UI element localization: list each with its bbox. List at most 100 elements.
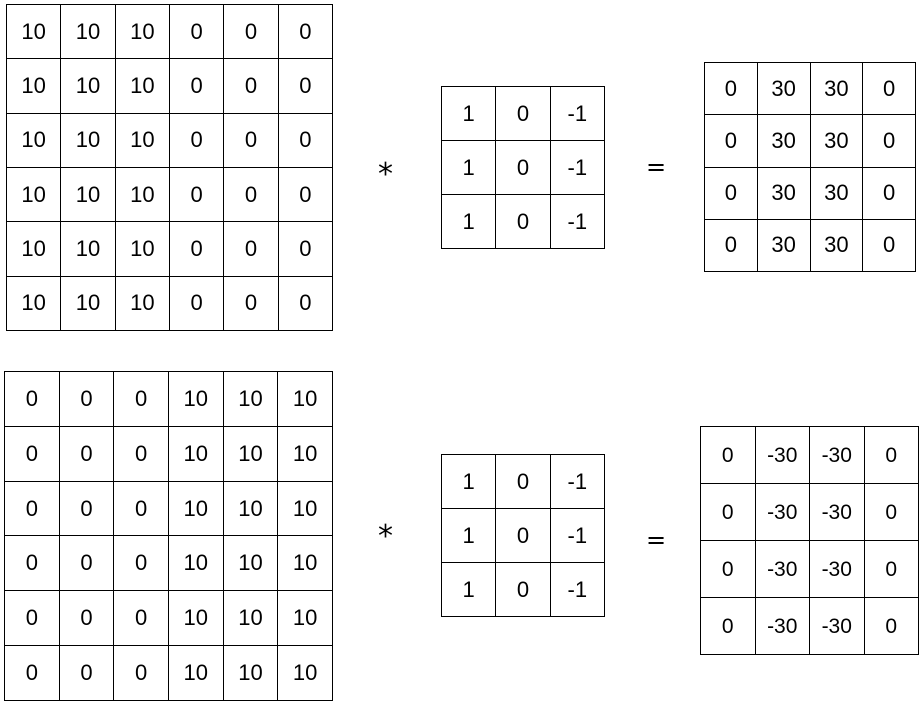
input-matrix-cell: 0 [4, 371, 60, 427]
kernel-matrix-cell: -1 [549, 140, 606, 195]
input-matrix-cell: 0 [277, 3, 334, 60]
kernel-matrix-cell: -1 [549, 562, 606, 617]
input-matrix-cell: 10 [60, 166, 116, 223]
kernel-matrix-cell: -1 [549, 454, 606, 509]
kernel-matrix-cell: 1 [440, 454, 497, 509]
output-matrix-cell: 0 [700, 597, 756, 655]
input-matrix-cell: 10 [114, 166, 170, 223]
input-matrix-cell: 0 [4, 590, 60, 647]
output-matrix-cell: -30 [809, 540, 865, 598]
input-matrix-cell: 10 [114, 275, 170, 332]
input-matrix-cell: 0 [4, 645, 60, 701]
kernel-matrix-cell: -1 [549, 508, 606, 563]
input-matrix-cell: 0 [58, 425, 115, 482]
input-matrix-cell: 10 [5, 275, 62, 332]
output-matrix-cell: 30 [809, 218, 864, 273]
input-matrix-cell: 0 [277, 221, 334, 277]
kernel-matrix-cell: 0 [495, 140, 551, 195]
input-matrix-cell: 0 [113, 645, 169, 701]
input-matrix-cell: 10 [222, 645, 279, 701]
input-matrix-cell: 0 [277, 112, 334, 168]
input-matrix-cell: 0 [168, 166, 225, 223]
input-matrix-cell: 10 [277, 371, 333, 427]
input-matrix-cell: 0 [168, 3, 225, 60]
kernel-matrix-cell: 0 [495, 454, 551, 509]
input-matrix-cell: 0 [223, 275, 279, 332]
input-matrix-cell: 10 [167, 425, 224, 482]
input-matrix-cell: 10 [5, 221, 62, 277]
input-matrix-cell: 0 [277, 58, 334, 114]
input-matrix-cell: 0 [168, 221, 225, 277]
convolution-operator-2: * [378, 519, 393, 554]
input-matrix-cell: 0 [113, 371, 169, 427]
kernel-matrix-cell: 1 [440, 562, 497, 617]
input-matrix-cell: 0 [168, 275, 225, 332]
input-matrix-cell: 0 [58, 590, 115, 647]
input-matrix-cell: 0 [113, 535, 169, 592]
convolution-operator-1: * [378, 157, 393, 192]
output-matrix-cell: 30 [756, 218, 811, 273]
input-matrix-cell: 0 [277, 166, 334, 223]
input-matrix-cell: 0 [113, 425, 169, 482]
input-matrix-cell: 0 [223, 58, 279, 114]
input-matrix-cell: 0 [4, 480, 60, 537]
output-matrix-cell: -30 [754, 426, 810, 484]
output-matrix-cell: 0 [704, 61, 758, 116]
kernel-matrix-cell: 1 [440, 508, 497, 563]
input-matrix-cell: 0 [58, 480, 115, 537]
input-matrix-cell: 10 [167, 480, 224, 537]
input-matrix-cell: 0 [277, 275, 334, 332]
kernel-matrix-cell: 1 [440, 86, 497, 141]
input-matrix-cell: 0 [58, 371, 115, 427]
output-matrix-cell: 0 [700, 483, 756, 541]
input-matrix-cell: 0 [58, 645, 115, 701]
input-matrix-cell: 0 [223, 112, 279, 168]
output-matrix-cell: 30 [756, 166, 811, 220]
input-matrix-cell: 10 [60, 221, 116, 277]
output-matrix-cell: 30 [809, 166, 864, 220]
input-matrix-cell: 10 [222, 371, 279, 427]
output-matrix-cell: 0 [863, 426, 919, 484]
input-matrix-cell: 10 [60, 112, 116, 168]
output-matrix-cell: 0 [863, 540, 919, 598]
input-matrix-cell: 0 [4, 425, 60, 482]
input-matrix-cell: 10 [5, 166, 62, 223]
output-matrix-cell: -30 [754, 597, 810, 655]
output-matrix-cell: 0 [862, 61, 916, 116]
input-matrix-cell: 10 [167, 371, 224, 427]
input-matrix-cell: 10 [167, 535, 224, 592]
equals-sign-2: = [646, 526, 667, 554]
input-matrix-cell: 10 [277, 645, 333, 701]
kernel-matrix-cell: 0 [495, 194, 551, 249]
input-matrix-cell: 10 [114, 58, 170, 114]
input-matrix-cell: 0 [168, 58, 225, 114]
output-matrix-cell: 0 [700, 426, 756, 484]
input-matrix-cell: 0 [168, 112, 225, 168]
output-matrix-cell: 0 [704, 218, 758, 273]
input-matrix-cell: 10 [277, 535, 333, 592]
output-matrix-cell: -30 [754, 540, 810, 598]
output-matrix-cell: -30 [809, 483, 865, 541]
input-matrix-cell: 0 [4, 535, 60, 592]
